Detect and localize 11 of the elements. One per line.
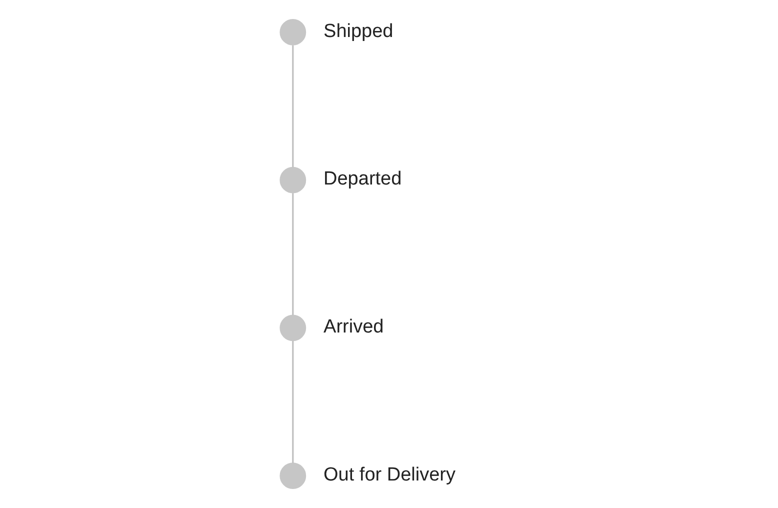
connector <box>292 340 294 464</box>
connector <box>292 193 294 316</box>
node-label: Departed <box>324 168 402 190</box>
node-circle <box>280 166 306 194</box>
node-circle <box>280 314 306 342</box>
node-circle <box>280 19 306 46</box>
node-circle <box>280 462 306 489</box>
node-label: Out for Delivery <box>324 464 456 486</box>
connector <box>292 45 294 168</box>
node-label: Arrived <box>324 316 384 338</box>
node-label: Shipped <box>324 20 394 42</box>
